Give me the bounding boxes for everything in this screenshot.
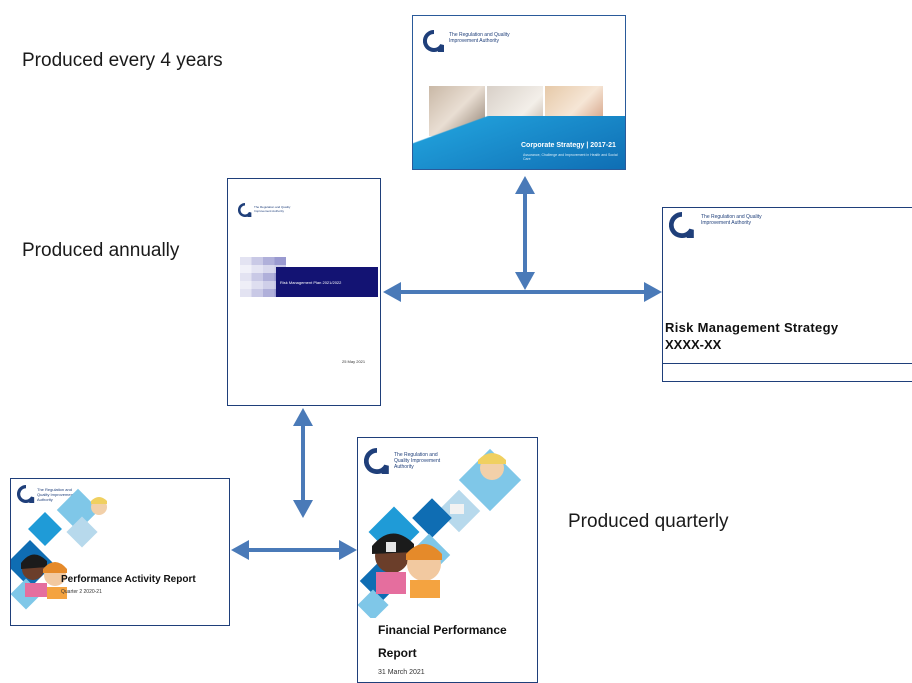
rqia-logo-icon (17, 485, 35, 503)
risk-strategy-title: Risk Management Strategy (665, 320, 839, 335)
org-name: The Regulation and Quality Improvement A… (254, 205, 291, 213)
org-name: The Regulation and Quality Improvement A… (394, 452, 441, 470)
org-name: The Regulation and Quality Improvement A… (449, 32, 510, 44)
divider-line (663, 363, 912, 364)
label-every-4-years: Produced every 4 years (22, 50, 223, 71)
org-name: The Regulation and Quality Improvement A… (37, 487, 74, 502)
risk-strategy-years: XXXX-XX (665, 337, 722, 352)
org-name: The Regulation and Quality Improvement A… (701, 214, 762, 226)
financial-performance-report-cover: The Regulation and Quality Improvement A… (357, 437, 538, 683)
bidirectional-arrow (293, 408, 313, 426)
rqia-logo-icon (669, 212, 694, 238)
corporate-strategy-subtitle: Assurance, Challenge and Improvement in … (523, 153, 618, 161)
rqia-logo-icon (423, 30, 444, 52)
bidirectional-arrow (644, 282, 662, 302)
financial-performance-title-line2: Report (378, 646, 417, 660)
corporate-strategy-title: Corporate Strategy | 2017-21 (521, 142, 616, 149)
cover-blue-band (413, 116, 625, 169)
cartoon-people-illustration (11, 488, 107, 610)
cartoon-people-illustration (358, 448, 522, 618)
label-annually: Produced annually (22, 240, 180, 261)
risk-management-strategy-cover: The Regulation and Quality Improvement A… (662, 207, 912, 382)
rqia-logo-icon (238, 203, 252, 217)
performance-activity-period: Quarter 2 2020-21 (61, 589, 102, 595)
financial-performance-title-line1: Financial Performance (378, 623, 507, 637)
label-quarterly: Produced quarterly (568, 511, 729, 532)
risk-management-plan-cover: The Regulation and Quality Improvement A… (227, 178, 381, 406)
checkered-banner (240, 257, 378, 297)
performance-activity-title: Performance Activity Report (61, 574, 196, 585)
rqia-logo-icon (364, 448, 389, 474)
bidirectional-arrow (515, 176, 535, 194)
bidirectional-arrow (515, 272, 535, 290)
risk-plan-date: 25 May 2021 (342, 359, 366, 364)
financial-performance-date: 31 March 2021 (378, 669, 425, 676)
bidirectional-arrow (293, 500, 313, 518)
bidirectional-arrow (339, 540, 357, 560)
risk-plan-title: Risk Management Plan 2021/2022 (280, 280, 342, 285)
corporate-strategy-cover: The Regulation and Quality Improvement A… (412, 15, 626, 170)
bidirectional-arrow (383, 282, 401, 302)
performance-activity-report-cover: The Regulation and Quality Improvement A… (10, 478, 230, 626)
bidirectional-arrow (231, 540, 249, 560)
